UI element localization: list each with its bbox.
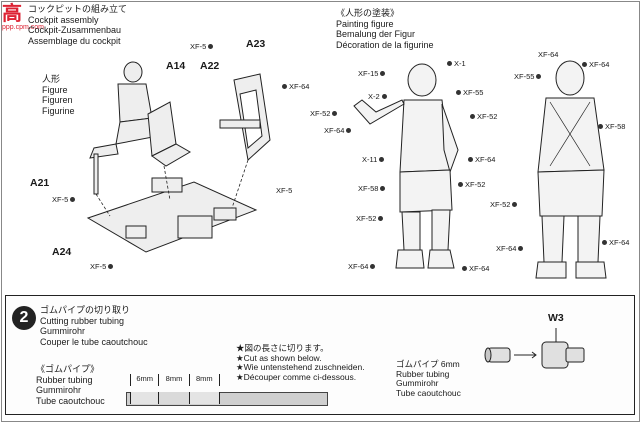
figure-label-jp: 人形	[42, 74, 61, 84]
rubber-tubing-label-block: 《ゴムパイプ》 Rubber tubing Gummirohr Tube cao…	[36, 364, 105, 406]
rubber-tubing-label-jp: 《ゴムパイプ》	[36, 364, 100, 374]
figure-label-fr: Figurine	[42, 105, 75, 116]
cut-note-en: ★Cut as shown below.	[236, 352, 322, 363]
w3-tubing-label-fr: Tube caoutchouc	[396, 387, 461, 398]
rubber-tubing-label-fr: Tube caoutchouc	[36, 395, 105, 406]
tube-segment-2	[159, 392, 190, 404]
part-label-a14: A14	[166, 60, 186, 72]
watermark-logo: 高 ppp.cpm.com	[2, 2, 56, 36]
watermark-glyph: 高	[2, 1, 22, 25]
painting-title-jp: 《人形の塗装》	[336, 8, 400, 18]
step2-number-badge: 2	[12, 306, 36, 330]
back-callout-xf58: XF-58	[598, 122, 625, 131]
back-callout-xf64-a: XF-64	[538, 50, 559, 59]
cut-length-2: 8mm	[159, 374, 190, 386]
back-callout-xf64-b: XF-64	[582, 60, 609, 69]
part-label-a21: A21	[30, 177, 50, 189]
paint-callout-xf5-bottom: XF-5	[90, 262, 114, 271]
front-callout-xf52-c: XF-52	[458, 180, 485, 189]
front-callout-xf15: XF-15	[358, 69, 386, 78]
front-callout-xf64-c: XF-64	[348, 262, 376, 271]
part-label-w3: W3	[548, 312, 564, 324]
cut-note-block: ★図の長さに切ります。 ★Cut as shown below. ★Wie un…	[236, 343, 365, 382]
cockpit-title-fr: Assemblage du cockpit	[28, 35, 121, 46]
tube-segment-3	[189, 392, 220, 404]
paint-callout-xf64: XF-64	[282, 82, 309, 91]
part-label-a23: A23	[246, 38, 266, 50]
front-callout-xf55: XF-55	[456, 88, 483, 97]
back-figure-drawing	[535, 60, 607, 279]
step2-title-fr: Couper le tube caoutchouc	[40, 336, 148, 347]
cockpit-title-en: Cockpit assembly	[28, 14, 99, 25]
paint-callout-xf5-right: XF-5	[276, 186, 293, 195]
front-callout-xf52-d: XF-52	[356, 214, 384, 223]
back-callout-xf64-d: XF-64	[602, 238, 629, 247]
watermark-url: ppp.cpm.com	[2, 24, 45, 31]
front-callout-x1: X-1	[447, 59, 466, 68]
front-callout-x11: X-11	[362, 155, 385, 164]
front-callout-xf64-b: XF-64	[468, 155, 495, 164]
back-callout-xf52: XF-52	[490, 200, 518, 209]
cut-length-1: 6mm	[130, 374, 160, 386]
rubber-tubing-label-en: Rubber tubing	[36, 374, 93, 385]
painting-title-de: Bemalung der Figur	[336, 29, 416, 39]
part-label-a24: A24	[52, 246, 72, 258]
cut-note-de: ★Wie untenstehend zuschneiden.	[236, 362, 365, 372]
front-callout-xf64-d: XF-64	[462, 264, 489, 273]
cockpit-title-de: Cockpit-Zusammenbau	[28, 25, 122, 35]
w3-tube-detail-drawing	[484, 328, 585, 369]
front-callout-xf64-a: XF-64	[324, 126, 352, 135]
paint-callout-xf5-a21: XF-5	[52, 195, 76, 204]
step2-title-de: Gummirohr	[40, 326, 86, 336]
step2-title-en: Cutting rubber tubing	[40, 315, 125, 326]
cockpit-title-block: コックピットの組み立て Cockpit assembly Cockpit-Zus…	[28, 4, 127, 46]
front-figure-drawing	[353, 63, 459, 269]
part-label-a22: A22	[200, 60, 220, 72]
painting-title-block: 《人形の塗装》 Painting figure Bemalung der Fig…	[336, 8, 434, 50]
rubber-tube-cut-segments	[130, 392, 220, 404]
rubber-tubing-label-de: Gummirohr	[36, 385, 82, 395]
cut-note-jp: ★図の長さに切ります。	[236, 343, 329, 353]
cut-lengths: 6mm 8mm 8mm	[130, 374, 220, 386]
figure-label-de: Figuren	[42, 95, 73, 105]
tube-segment-1	[130, 392, 160, 404]
w3-tubing-label-de: Gummirohr	[396, 378, 439, 388]
w3-tubing-label-jp: ゴムパイプ 6mm	[396, 359, 460, 369]
cockpit-title-jp: コックピットの組み立て	[28, 4, 128, 14]
front-callout-xf58: XF-58	[358, 184, 386, 193]
step2-title-block: ゴムパイプの切り取り Cutting rubber tubing Gummiro…	[40, 305, 148, 347]
cut-length-3: 8mm	[190, 374, 220, 386]
front-callout-xf52-a: XF-52	[310, 109, 338, 118]
back-callout-xf64-c: XF-64	[496, 244, 524, 253]
figure-label-en: Figure	[42, 84, 68, 95]
cockpit-assembly-drawing	[86, 61, 271, 253]
cut-note-fr: ★Découper comme ci-dessous.	[236, 371, 357, 382]
back-callout-xf55: XF-55	[514, 72, 542, 81]
paint-callout-xf5-top: XF-5	[190, 42, 214, 51]
step2-title-jp: ゴムパイプの切り取り	[40, 305, 131, 315]
front-callout-xf52-b: XF-52	[470, 112, 497, 121]
front-callout-x2: X-2	[368, 92, 387, 101]
w3-tubing-label-en: Rubber tubing	[396, 368, 450, 379]
w3-tubing-label-block: ゴムパイプ 6mm Rubber tubing Gummirohr Tube c…	[396, 359, 461, 398]
painting-title-fr: Décoration de la figurine	[336, 39, 434, 50]
painting-title-en: Painting figure	[336, 18, 394, 29]
figure-label-block: 人形 Figure Figuren Figurine	[42, 74, 75, 116]
